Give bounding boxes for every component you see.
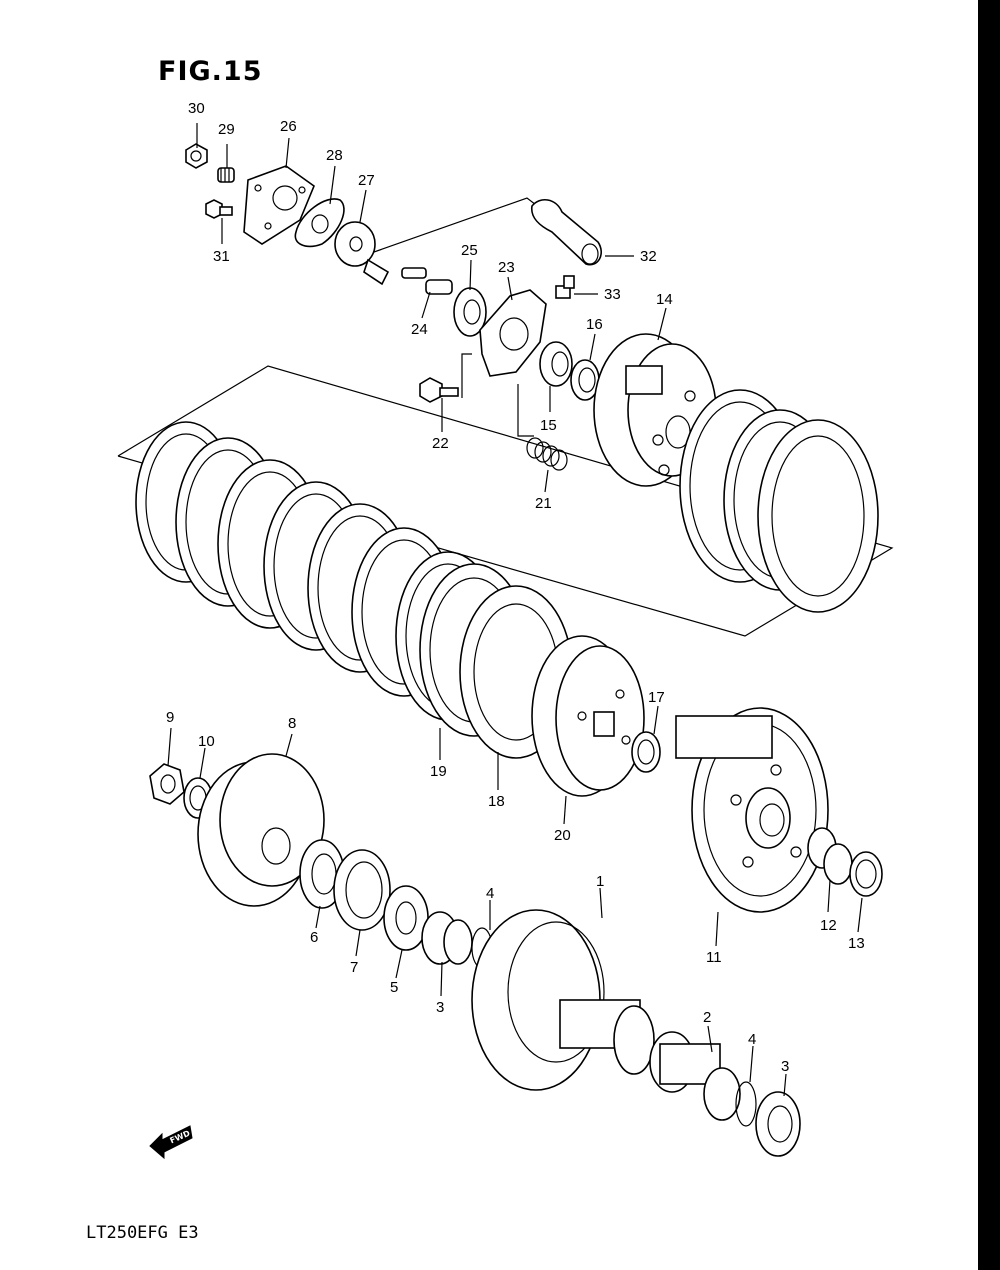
part-3-needle-bearing-b [755,1091,801,1157]
label-5: 5 [390,979,398,996]
part-8-centrifugal-clutch [197,753,325,907]
label-2: 2 [703,1009,711,1026]
model-code: LT250EFG E3 [86,1223,199,1243]
label-17: 17 [648,689,665,706]
part-28-gasket [294,198,345,248]
leader-lines [167,123,863,1097]
forward-arrow-icon: FWD [149,1125,193,1160]
label-25: 25 [461,242,478,259]
part-25-bearing [453,287,487,337]
label-1: 1 [596,873,604,890]
drive-plates-upper-right [679,389,879,613]
part-9-nut [149,763,185,805]
label-31: 31 [213,248,230,265]
part-29-stud [217,167,235,183]
label-15: 15 [540,417,557,434]
label-21: 21 [535,495,552,512]
part-16-washer [570,359,600,401]
part-30-nut [185,143,208,169]
part-11-primary-driven-gear [675,707,829,913]
part-labels: 30 29 26 28 27 31 25 23 32 33 24 14 16 2… [166,100,865,1075]
label-30: 30 [188,100,205,117]
part-17-washer [631,731,661,773]
label-4-upper: 4 [486,885,494,902]
label-28: 28 [326,147,343,164]
part-24-pin [401,267,453,295]
label-22: 22 [432,435,449,452]
label-3-lower: 3 [781,1058,789,1075]
label-33: 33 [604,286,621,303]
label-3-upper: 3 [436,999,444,1016]
label-23: 23 [498,259,515,276]
assembly-frame-release [356,197,541,259]
label-18: 18 [488,793,505,810]
label-20: 20 [554,827,571,844]
part-33-screw [555,275,575,299]
label-29: 29 [218,121,235,138]
part-5-washer [383,885,429,951]
part-1-clutch-drum [471,909,655,1091]
label-24: 24 [411,321,428,338]
label-8: 8 [288,715,296,732]
label-12: 12 [820,917,837,934]
part-3-needle-bearing-a [421,911,473,965]
label-13: 13 [848,935,865,952]
part-21-spring [526,437,568,471]
part-20-pressure-plate [531,635,645,797]
part-32-release-arm [530,199,602,266]
part-2-sleeve [649,1031,741,1121]
assembly-frame-upper [117,365,894,637]
label-10: 10 [198,733,215,750]
label-14: 14 [656,291,673,308]
scan-edge-bar [978,0,1000,1270]
part-15-collar [539,341,573,387]
part-22-bolt [419,377,459,403]
part-31-bolt [205,199,233,219]
label-26: 26 [280,118,297,135]
label-4-lower: 4 [748,1031,756,1048]
part-27-cam [334,221,390,286]
part-7-roller-bearing [333,849,391,931]
figure-title: FIG.15 [158,56,263,87]
part-4-circlip-b [735,1081,757,1127]
part-13-washer [849,851,883,897]
part-12-spacer [807,827,853,885]
label-27: 27 [358,172,375,189]
label-9: 9 [166,709,174,726]
label-7: 7 [350,959,358,976]
label-11: 11 [706,949,722,966]
label-16: 16 [586,316,603,333]
label-19: 19 [430,763,447,780]
label-6: 6 [310,929,318,946]
label-32: 32 [640,248,657,265]
part-23-hub [479,289,547,377]
